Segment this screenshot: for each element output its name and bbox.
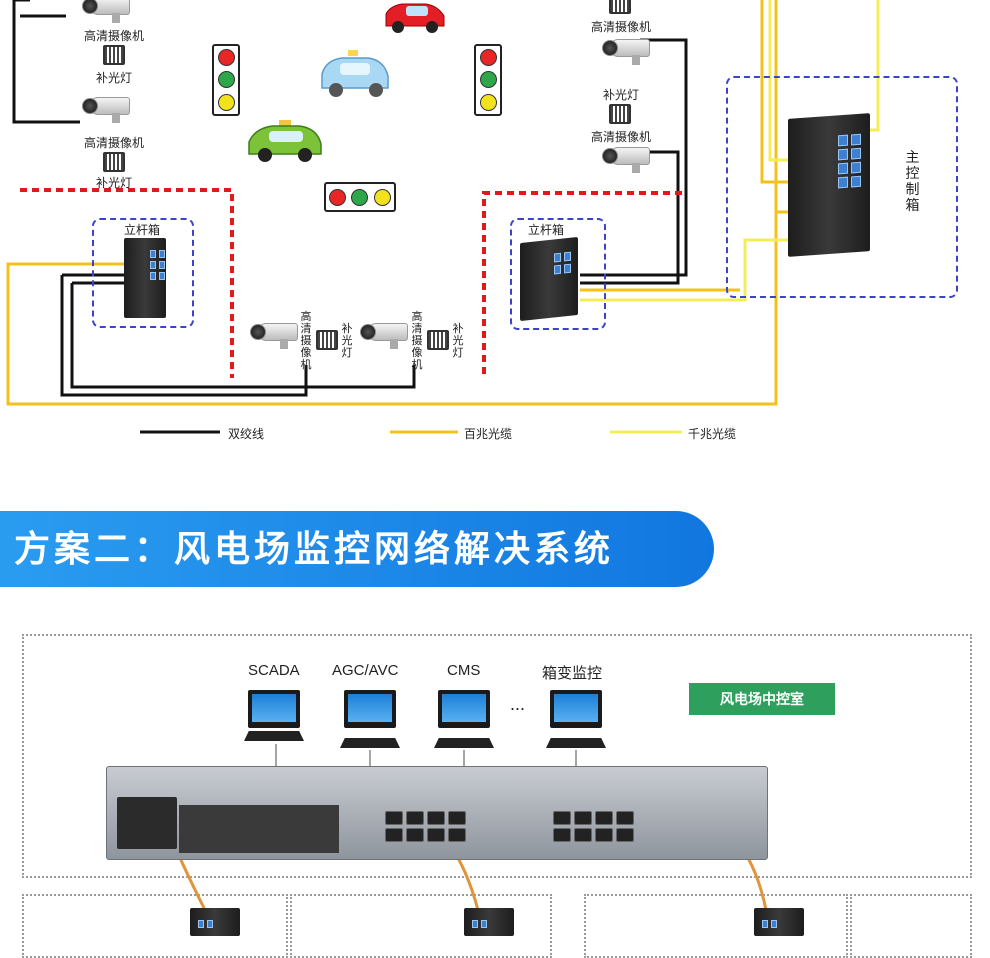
legend-twisted-pair: 双绞线 xyxy=(228,427,265,441)
light-icon xyxy=(316,330,338,350)
camera-icon xyxy=(82,94,130,123)
camera-label: 高清摄像机 xyxy=(84,136,145,150)
camera-icon xyxy=(602,36,650,65)
switch-icon xyxy=(754,908,804,936)
camera-icon xyxy=(82,0,130,23)
desktop-icon xyxy=(550,690,602,728)
rj45-ports-1 xyxy=(385,811,466,842)
cabling-layer xyxy=(6,0,880,434)
light-icon xyxy=(427,330,449,350)
red-car-icon xyxy=(385,3,445,33)
rack-switch xyxy=(106,766,768,860)
desktop-icon xyxy=(344,690,396,728)
section-banner xyxy=(0,511,714,587)
switch-icon xyxy=(124,238,166,318)
blue-car-icon xyxy=(321,50,389,97)
switch-icon xyxy=(190,908,240,936)
camera-label: 高清摄像机 xyxy=(300,310,312,371)
section-title: 方案二：风电场监控网络解决系统 xyxy=(14,529,615,570)
main-control-box xyxy=(726,76,958,298)
keyboard-icon xyxy=(546,738,606,748)
pole-box-right xyxy=(510,218,606,330)
laptop-icon xyxy=(248,690,300,728)
ellipsis: ... xyxy=(510,694,526,714)
camera-label: 高清摄像机 xyxy=(411,310,423,371)
camera-label: 高清摄像机 xyxy=(591,130,652,144)
light-label: 补光灯 xyxy=(96,71,133,85)
traffic-light-icon xyxy=(324,182,396,212)
control-room-tag: 风电场中控室 xyxy=(689,683,835,715)
pole-box-left xyxy=(92,218,194,328)
switch-icon xyxy=(464,908,514,936)
light-icon xyxy=(103,45,125,65)
switch-icon xyxy=(520,236,578,322)
light-icon xyxy=(609,104,631,124)
power-module xyxy=(117,797,177,849)
light-label: 补光灯 xyxy=(603,88,640,102)
traffic-light-icon xyxy=(474,44,502,116)
terminal-label: AGC/AVC xyxy=(332,662,399,679)
light-label: 补光灯 xyxy=(96,176,133,190)
pole-box-label: 立杆箱 xyxy=(528,223,565,237)
traffic-light-icon xyxy=(212,44,240,116)
light-icon xyxy=(609,0,631,14)
pole-box-label: 立杆箱 xyxy=(124,223,161,237)
camera-label: 高清摄像机 xyxy=(84,29,145,43)
legend-1000m-fiber: 千兆光缆 xyxy=(688,427,737,441)
terminal-label: SCADA xyxy=(248,662,300,679)
light-label: 补光灯 xyxy=(341,322,353,359)
terminal-label: 箱变监控 xyxy=(542,665,603,682)
keyboard-icon xyxy=(340,738,400,748)
camera-icon xyxy=(360,320,408,349)
rack-cabling xyxy=(178,744,768,911)
light-icon xyxy=(103,152,125,172)
fiber-module xyxy=(179,805,339,853)
camera-icon xyxy=(602,144,650,173)
keyboard-icon xyxy=(434,738,494,748)
green-car-icon xyxy=(248,120,322,162)
main-switch-icon xyxy=(788,113,870,257)
legend-100m-fiber: 百兆光缆 xyxy=(464,427,513,441)
light-label: 补光灯 xyxy=(452,322,464,359)
camera-label: 高清摄像机 xyxy=(591,20,652,34)
camera-icon xyxy=(250,320,298,349)
control-room-area xyxy=(22,634,972,878)
laptop-keyboard xyxy=(244,731,304,741)
rj45-ports-2 xyxy=(553,811,634,842)
main-box-label: 主控制箱 xyxy=(905,150,920,214)
desktop-icon xyxy=(438,690,490,728)
terminal-label: CMS xyxy=(447,662,481,679)
